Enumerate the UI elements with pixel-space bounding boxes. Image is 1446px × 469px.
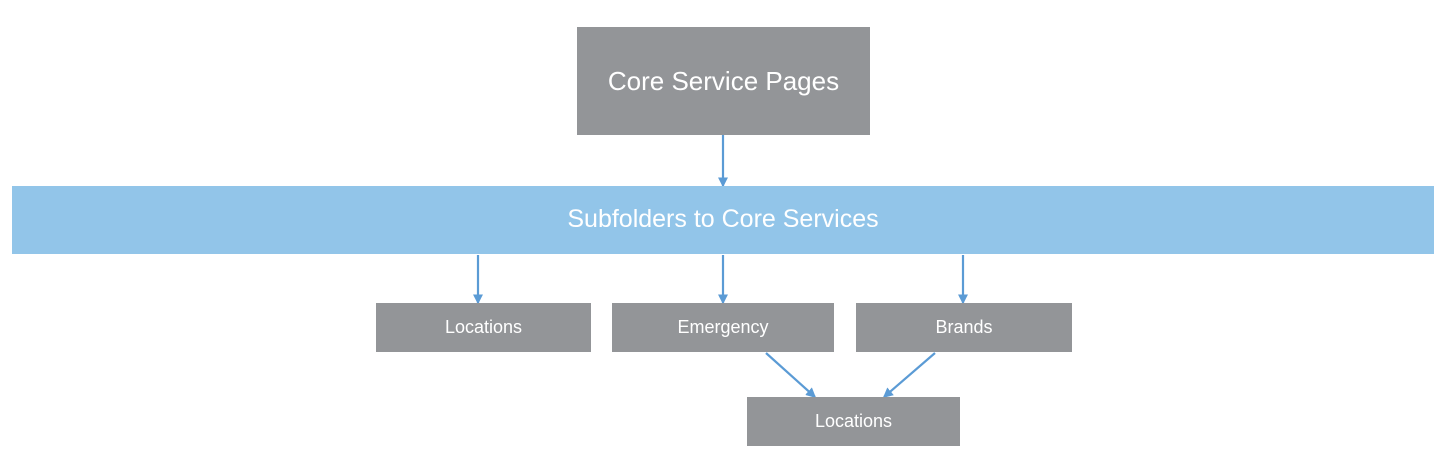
- node-brands-label: Brands: [935, 316, 993, 337]
- connector-emergency-to-locations: [765, 352, 817, 398]
- node-emergency-label: Emergency: [677, 316, 769, 337]
- node-locations-subfolder-label: Locations: [444, 316, 523, 337]
- node-subfolders-to-core-services-label: Subfolders to Core Services: [567, 205, 879, 234]
- node-emergency[interactable]: Emergency: [612, 303, 834, 352]
- node-core-service-pages-label: Core Service Pages: [607, 65, 840, 96]
- connector-brands-to-locations: [882, 352, 936, 398]
- node-locations-leaf[interactable]: Locations: [747, 397, 960, 446]
- node-locations-leaf-label: Locations: [814, 410, 893, 431]
- node-subfolders-to-core-services[interactable]: Subfolders to Core Services: [12, 186, 1434, 254]
- node-brands[interactable]: Brands: [856, 303, 1072, 352]
- node-locations-subfolder[interactable]: Locations: [376, 303, 591, 352]
- node-core-service-pages[interactable]: Core Service Pages: [577, 27, 870, 135]
